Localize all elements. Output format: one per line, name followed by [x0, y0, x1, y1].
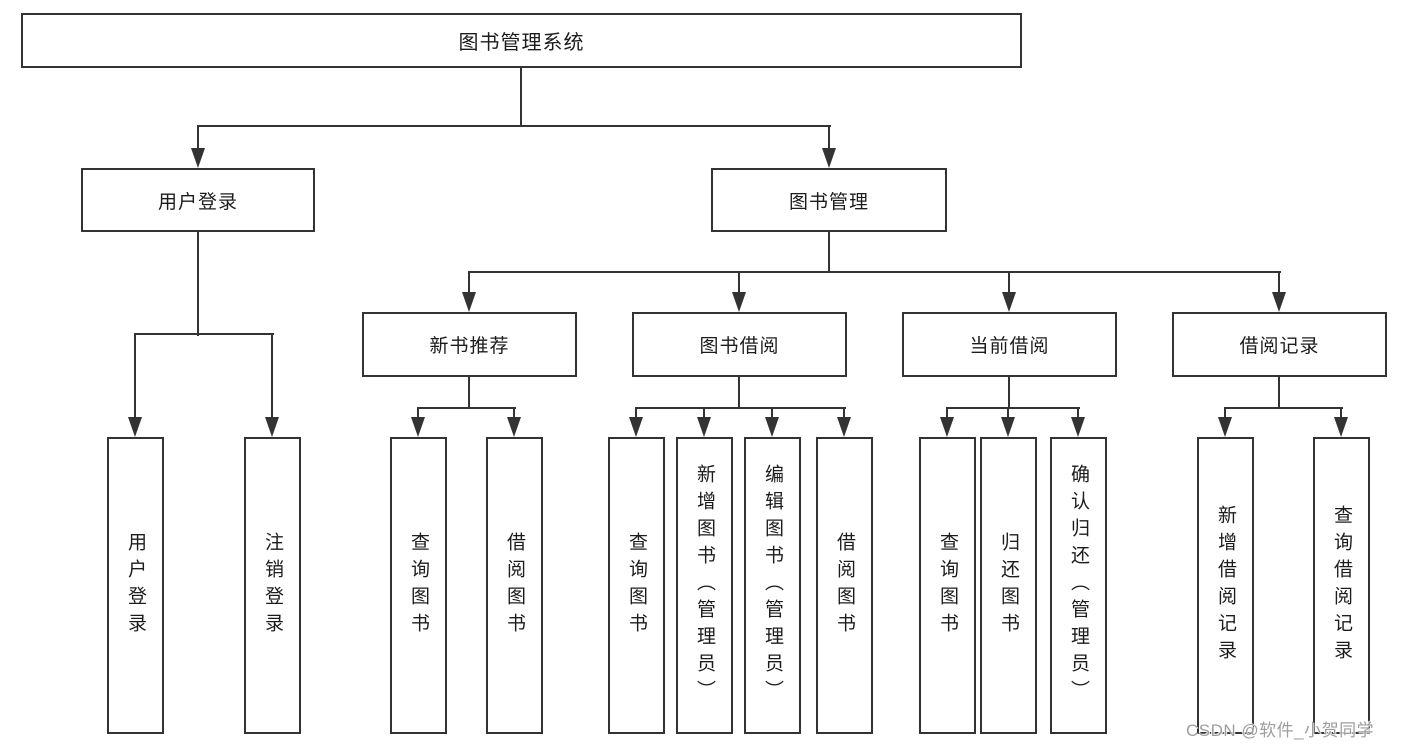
- node-bb-query-book: 查询图书: [608, 437, 665, 734]
- connector-line: [1224, 407, 1343, 409]
- arrow-down-icon: [1001, 417, 1015, 437]
- node-label: 借阅记录: [1239, 336, 1320, 357]
- node-label: 查询图书: [408, 531, 429, 640]
- connector-line: [197, 125, 831, 127]
- arrow-down-icon: [822, 148, 836, 168]
- connector-line: [134, 333, 136, 425]
- node-user-login: 用户登录: [81, 168, 315, 232]
- node-label: 查询图书: [937, 531, 958, 640]
- connector-line: [1008, 271, 1010, 300]
- node-br-add-record: 新增借阅记录: [1197, 437, 1254, 734]
- node-label: 查询借阅记录: [1331, 504, 1352, 667]
- arrow-down-icon: [1272, 292, 1286, 312]
- connector-line: [468, 271, 470, 300]
- node-new-book-rec: 新书推荐: [362, 312, 577, 377]
- node-label: 编辑图书（管理员）: [762, 464, 783, 707]
- node-label: 用户登录: [125, 531, 146, 640]
- node-label: 用户登录: [157, 191, 238, 213]
- connector-line: [828, 232, 830, 273]
- arrow-down-icon: [128, 417, 142, 437]
- arrow-down-icon: [1218, 417, 1232, 437]
- node-cb-confirm-return: 确认归还（管理员）: [1050, 437, 1107, 734]
- arrow-down-icon: [837, 417, 851, 437]
- node-label: 图书管理: [788, 191, 869, 213]
- node-label: 注销登录: [262, 531, 283, 640]
- connector-line: [468, 377, 470, 409]
- connector-line: [197, 125, 199, 154]
- connector-line: [197, 232, 199, 336]
- watermark: CSDN @软件_小贺同学: [1186, 721, 1375, 740]
- arrow-down-icon: [1071, 417, 1085, 437]
- arrow-down-icon: [1334, 417, 1348, 437]
- node-bb-borrow-book: 借阅图书: [816, 437, 873, 734]
- arrow-down-icon: [765, 417, 779, 437]
- arrow-down-icon: [1002, 292, 1016, 312]
- connector-line: [520, 68, 522, 126]
- node-borrow-records: 借阅记录: [1172, 312, 1387, 377]
- connector-line: [417, 407, 516, 409]
- arrow-down-icon: [462, 292, 476, 312]
- node-root: 图书管理系统: [21, 13, 1022, 68]
- node-current-borrow: 当前借阅: [902, 312, 1117, 377]
- node-cb-query-book: 查询图书: [919, 437, 976, 734]
- node-label: 新增图书（管理员）: [694, 464, 715, 707]
- connector-line: [946, 407, 1080, 409]
- node-leaf-user-login: 用户登录: [107, 437, 164, 734]
- node-label: 归还图书: [998, 531, 1019, 640]
- connector-line: [738, 377, 740, 409]
- connector-line: [1278, 377, 1280, 409]
- node-label: 新书推荐: [429, 336, 510, 357]
- arrow-down-icon: [191, 148, 205, 168]
- node-br-query-record: 查询借阅记录: [1313, 437, 1370, 734]
- node-book-borrow: 图书借阅: [632, 312, 847, 377]
- node-label: 图书管理系统: [458, 32, 585, 54]
- node-nb-query-book: 查询图书: [390, 437, 447, 734]
- node-bb-add-book: 新增图书（管理员）: [676, 437, 733, 734]
- arrow-down-icon: [507, 417, 521, 437]
- node-nb-borrow-book: 借阅图书: [486, 437, 543, 734]
- node-bb-edit-book: 编辑图书（管理员）: [744, 437, 801, 734]
- connector-line: [134, 333, 274, 335]
- node-book-mgmt: 图书管理: [711, 168, 947, 232]
- arrow-down-icon: [732, 292, 746, 312]
- connector-line: [738, 271, 740, 300]
- connector-line: [1278, 271, 1280, 300]
- connector-line: [468, 271, 1281, 273]
- arrow-down-icon: [697, 417, 711, 437]
- arrow-down-icon: [265, 417, 279, 437]
- node-leaf-logout: 注销登录: [244, 437, 301, 734]
- node-label: 确认归还（管理员）: [1068, 464, 1089, 707]
- connector-line: [271, 333, 273, 425]
- connector-line: [828, 125, 830, 154]
- node-label: 图书借阅: [699, 336, 780, 357]
- arrow-down-icon: [629, 417, 643, 437]
- node-label: 查询图书: [626, 531, 647, 640]
- arrow-down-icon: [940, 417, 954, 437]
- node-label: 新增借阅记录: [1215, 504, 1236, 667]
- node-label: 借阅图书: [504, 531, 525, 640]
- connector-line: [635, 407, 846, 409]
- node-label: 当前借阅: [969, 336, 1050, 357]
- connector-line: [1008, 377, 1010, 409]
- node-cb-return-book: 归还图书: [980, 437, 1037, 734]
- node-label: 借阅图书: [834, 531, 855, 640]
- arrow-down-icon: [411, 417, 425, 437]
